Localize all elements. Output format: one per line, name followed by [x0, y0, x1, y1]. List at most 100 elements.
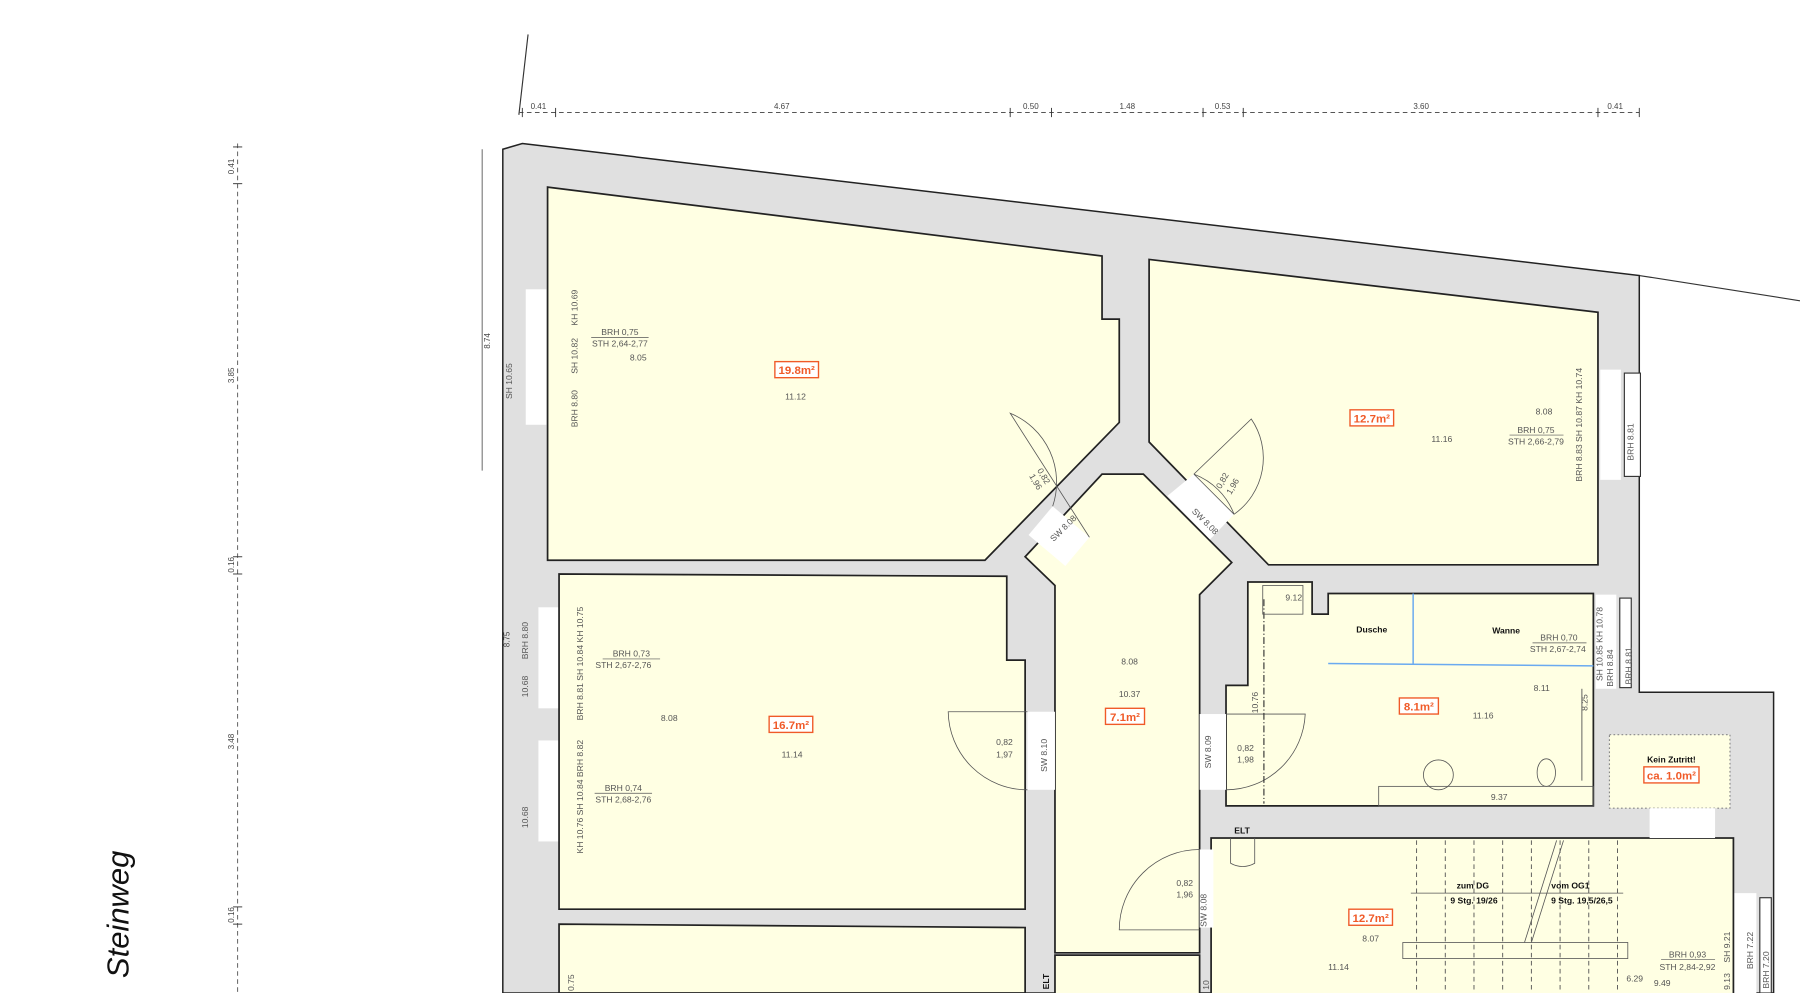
dim-label: 3.60	[1413, 102, 1429, 111]
svg-text:12.7m²: 12.7m²	[1352, 913, 1389, 925]
svg-text:SH 9.21: SH 9.21	[1722, 931, 1732, 962]
stair-room[interactable]	[1210, 837, 1735, 993]
dim-label: 1.48	[1119, 102, 1135, 111]
street-name: Steinweg	[101, 851, 136, 978]
svg-text:Wanne: Wanne	[1492, 626, 1520, 636]
area-label-corridor: 7.1m²	[1104, 707, 1146, 726]
dim-label: 0.41	[1607, 102, 1623, 111]
svg-text:9 Stg. 19,5/26,5: 9 Stg. 19,5/26,5	[1551, 895, 1613, 905]
door-swings	[947, 412, 1306, 931]
storage-opening	[1649, 808, 1716, 839]
dim-label: 0.16	[227, 556, 236, 572]
svg-text:SH 10.82: SH 10.82	[569, 338, 579, 374]
svg-text:zum DG: zum DG	[1457, 881, 1490, 891]
svg-text:SH 10.65: SH 10.65	[504, 363, 514, 399]
dim-label: 8.75	[503, 631, 512, 647]
room-3[interactable]	[558, 573, 1026, 911]
svg-text:STH 2,84-2,92: STH 2,84-2,92	[1660, 962, 1716, 972]
svg-text:BRH 0,75: BRH 0,75	[601, 327, 638, 337]
svg-text:9 Stg. 19/26: 9 Stg. 19/26	[1450, 895, 1498, 905]
svg-text:vom OG1: vom OG1	[1551, 881, 1589, 891]
dim-label: 0.41	[531, 102, 547, 111]
bathroom-annotations: Dusche Wanne BRH 0,70 STH 2,67-2,74 8.11…	[1250, 592, 1633, 802]
svg-text:8.05: 8.05	[630, 352, 647, 362]
sink-icon	[1423, 759, 1454, 791]
svg-text:STH 2,66-2,79: STH 2,66-2,79	[1508, 436, 1564, 446]
svg-text:9.12: 9.12	[1285, 592, 1302, 602]
svg-text:BRH 0,75: BRH 0,75	[1517, 425, 1554, 435]
small-room-bottom[interactable]	[1054, 954, 1201, 993]
svg-text:9.13: 9.13	[1722, 973, 1732, 990]
svg-text:1,96: 1,96	[1176, 890, 1193, 900]
svg-text:KH 10.76 SH 10.84 BRH 8.82: KH 10.76 SH 10.84 BRH 8.82	[575, 740, 585, 854]
svg-text:BRH 7.22: BRH 7.22	[1745, 932, 1755, 969]
room-4[interactable]	[558, 923, 1026, 993]
svg-text:SW 8.08: SW 8.08	[1199, 894, 1209, 927]
svg-text:10.68: 10.68	[520, 676, 530, 698]
svg-text:ca. 1.0m²: ca. 1.0m²	[1647, 770, 1696, 782]
svg-text:BRH 7.20: BRH 7.20	[1761, 951, 1771, 988]
svg-text:8.08: 8.08	[1121, 657, 1138, 667]
room-4-window-label: 0.75	[566, 974, 576, 991]
area-label-stair-room: 12.7m²	[1348, 908, 1394, 926]
svg-text:11.14: 11.14	[782, 750, 803, 760]
stair-room-annotations: zum DG 9 Stg. 19/26 vom OG1 9 Stg. 19,5/…	[1234, 825, 1771, 989]
svg-text:STH 2,64-2,77: STH 2,64-2,77	[592, 339, 648, 349]
dim-label: 4.67	[774, 102, 790, 111]
top-dimension-chain: 0.41 4.67 0.50 1.48 0.53 3.60 0.41	[518, 102, 1640, 118]
room-2-annotations: 11.16 8.08 BRH 0,75 STH 2,66-2,79 BRH 8.…	[1431, 368, 1635, 482]
dim-label: 8.74	[483, 333, 492, 349]
svg-text:7.1m²: 7.1m²	[1110, 712, 1140, 724]
svg-text:SH 10.85 KH 10.78: SH 10.85 KH 10.78	[1595, 607, 1605, 681]
svg-text:BRH 0,93: BRH 0,93	[1669, 949, 1706, 959]
svg-text:8.08: 8.08	[661, 713, 678, 723]
svg-text:BRH 0,74: BRH 0,74	[605, 783, 642, 793]
storage-note: Kein Zutritt!	[1647, 754, 1696, 764]
svg-text:0,82: 0,82	[1176, 878, 1193, 888]
dim-label: 0.16	[227, 907, 236, 923]
room-1[interactable]	[546, 186, 1121, 562]
toilet-icon	[1536, 758, 1556, 787]
svg-text:8.1m²: 8.1m²	[1404, 702, 1434, 714]
svg-text:1,98: 1,98	[1237, 754, 1254, 764]
svg-text:BRH 8.81: BRH 8.81	[1626, 423, 1636, 460]
svg-text:10.37: 10.37	[1119, 689, 1141, 699]
svg-text:BRH 8.80: BRH 8.80	[569, 390, 579, 427]
svg-text:8.11: 8.11	[1534, 683, 1550, 693]
svg-text:BRH 8.84: BRH 8.84	[1605, 649, 1615, 686]
area-label-room-3: 16.7m²	[768, 715, 814, 734]
area-label-room-2: 12.7m²	[1349, 409, 1395, 427]
svg-text:BRH 0,73: BRH 0,73	[613, 649, 650, 659]
svg-text:STH 2,68-2,76: STH 2,68-2,76	[595, 794, 651, 804]
small-label: 10	[1201, 980, 1211, 990]
svg-text:STH 2,67-2,76: STH 2,67-2,76	[595, 660, 651, 670]
svg-text:11.16: 11.16	[1473, 711, 1494, 721]
bathroom[interactable]	[1225, 581, 1595, 807]
dim-label: 0.41	[227, 158, 236, 174]
svg-text:BRH 8.81: BRH 8.81	[1623, 647, 1633, 684]
dim-label: 3.48	[227, 733, 236, 749]
svg-text:11.14: 11.14	[1328, 962, 1349, 972]
area-label-storage: ca. 1.0m²	[1643, 766, 1700, 784]
dim-label: 0.53	[1215, 102, 1231, 111]
left-dimension-chain: 0.41 3.85 0.16 3.48 0.16 8.74	[227, 143, 492, 993]
corridor-annotations: 8.08 10.37	[1119, 657, 1141, 699]
svg-text:9.49: 9.49	[1654, 978, 1671, 988]
svg-text:SW 8.09: SW 8.09	[1203, 735, 1213, 768]
staircase	[1402, 840, 1629, 993]
svg-text:BRH 8.83 SH 10.87 KH 10.74: BRH 8.83 SH 10.87 KH 10.74	[1574, 368, 1584, 482]
sanitary-dividers	[1262, 585, 1594, 807]
svg-text:10.68: 10.68	[520, 806, 530, 828]
svg-text:BRH 8.81 SH 10.84 KH 10.75: BRH 8.81 SH 10.84 KH 10.75	[575, 606, 585, 720]
dim-label: 0.50	[1023, 102, 1039, 111]
svg-text:11.16: 11.16	[1431, 434, 1452, 444]
svg-text:BRH 0,70: BRH 0,70	[1540, 633, 1577, 643]
svg-text:16.7m²: 16.7m²	[773, 720, 810, 732]
svg-text:SW 8.10: SW 8.10	[1039, 739, 1049, 772]
svg-text:ELT: ELT	[1234, 825, 1250, 835]
room-1-annotations: 11.12 BRH 0,75 STH 2,64-2,77 8.05 KH 10.…	[504, 290, 806, 428]
svg-text:STH 2,67-2,74: STH 2,67-2,74	[1530, 644, 1586, 654]
svg-text:8.08: 8.08	[1536, 406, 1553, 416]
svg-text:8.25: 8.25	[1580, 694, 1590, 711]
